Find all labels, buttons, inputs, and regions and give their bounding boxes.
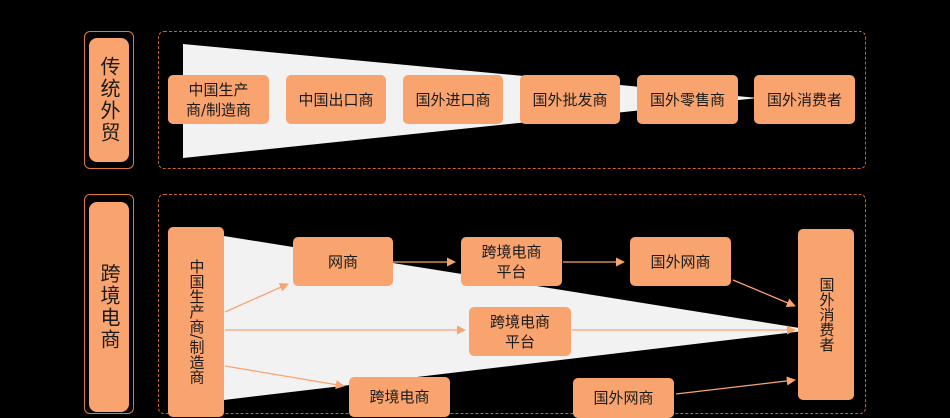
- crossborder-node-platform-direct: 跨境电商 平台: [469, 307, 571, 356]
- crossborder-section-frame: [158, 194, 866, 414]
- arrow-maker-to-crossborder: [224, 365, 345, 390]
- traditional-side-frame: [84, 31, 134, 169]
- traditional-node-wholesaler: 国外批发商: [520, 75, 620, 124]
- traditional-node-importer: 国外进口商: [403, 75, 503, 124]
- arrow-maker-to-netshop: [224, 283, 289, 313]
- crossborder-target-consumer: 国外消费者: [798, 229, 854, 400]
- traditional-node-retailer: 国外零售商: [637, 75, 738, 124]
- crossborder-node-platform: 跨境电商 平台: [461, 237, 562, 286]
- traditional-trade-label: 传统外贸: [89, 38, 129, 162]
- traditional-node-maker: 中国生产 商/制造商: [168, 75, 269, 124]
- crossborder-node-netshop: 网商: [293, 237, 393, 286]
- traditional-node-consumer: 国外消费者: [754, 75, 855, 124]
- traditional-section-frame: [158, 31, 866, 169]
- arrow-foreign-netshop2-to-consumer: [675, 376, 796, 395]
- crossborder-node-foreign-netshop-2: 国外网商: [573, 378, 674, 418]
- arrow-foreign-netshop-to-consumer: [732, 279, 796, 308]
- crossborder-node-foreign-netshop: 国外网商: [630, 237, 731, 286]
- crossborder-ecommerce-label: 跨境电商: [89, 202, 129, 412]
- traditional-node-exporter: 中国出口商: [286, 75, 386, 124]
- crossborder-node-crossborder: 跨境电商: [349, 377, 450, 417]
- crossborder-source-maker: 中国生产商/制造商: [168, 227, 224, 417]
